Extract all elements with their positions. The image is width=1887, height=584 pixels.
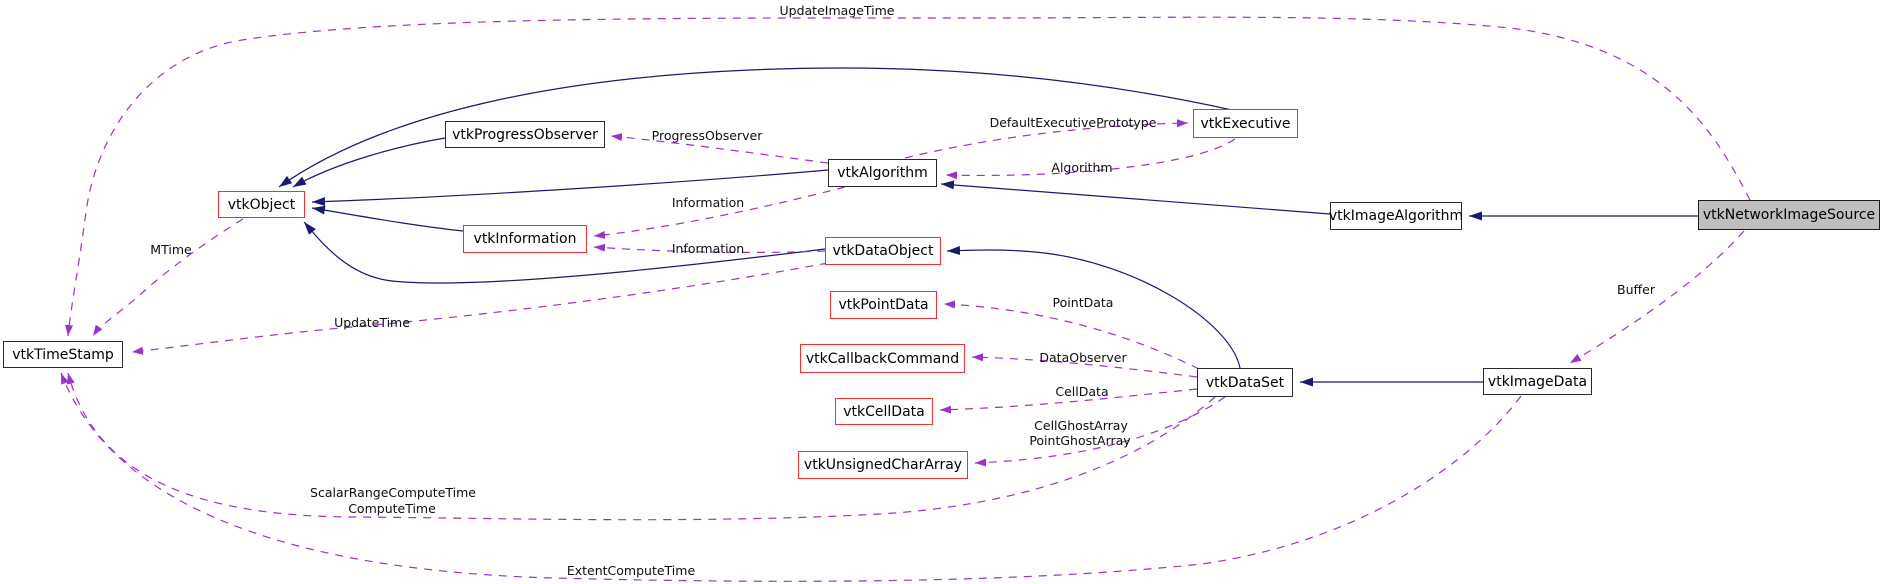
edge-celldata (939, 388, 1198, 414)
edge-label-progressobserver: ProgressObserver (651, 128, 763, 143)
edge-pointdata (943, 300, 1200, 370)
edge-label-extentcomputetime: ExtentComputeTime (566, 563, 696, 578)
node-vtkPointData[interactable]: vtkPointData (830, 291, 937, 319)
node-vtkDataSet[interactable]: vtkDataSet (1197, 368, 1293, 397)
edge-ghostarrays (974, 396, 1226, 467)
edge-scalarrangecomputetime (66, 372, 1216, 521)
edge-dataobserver (971, 353, 1198, 378)
edge-vtkExecutive-to-vtkObject (278, 67, 1233, 188)
edge-label-celldata: CellData (1055, 384, 1109, 399)
edge-label-computetime: ComputeTime (348, 501, 436, 516)
edge-label-information-1: Information (671, 195, 745, 210)
edge-vtkImageAlgorithm-to-vtkAlgorithm (940, 180, 1331, 215)
edge-defaultexecutiveprototype (904, 119, 1189, 159)
edge-label-pointghostarray: PointGhostArray (1029, 433, 1131, 448)
edge-label-information-2: Information (671, 241, 745, 256)
edge-label-scalarrangecomputetime: ScalarRangeComputeTime (310, 485, 476, 500)
edge-buffer (1569, 230, 1745, 364)
node-vtkObject[interactable]: vtkObject (218, 191, 305, 218)
node-vtkCallbackCommand[interactable]: vtkCallbackCommand (800, 344, 965, 373)
node-vtkNetworkImageSource: vtkNetworkImageSource (1698, 200, 1880, 230)
edge-algorithm (945, 138, 1236, 180)
edge-vtkDataSet-to-vtkDataObject (946, 246, 1241, 369)
node-vtkDataObject[interactable]: vtkDataObject (825, 237, 941, 265)
edge-label-algorithm: Algorithm (1051, 160, 1113, 175)
edge-vtkDataObject-to-vtkObject (303, 221, 826, 284)
node-vtkExecutive[interactable]: vtkExecutive (1193, 109, 1298, 138)
node-vtkAlgorithm[interactable]: vtkAlgorithm (828, 159, 937, 187)
edge-label-buffer: Buffer (1617, 282, 1655, 297)
edge-updateimagetime (65, 16, 1751, 337)
edge-vtkProgressObserver-to-vtkObject (292, 137, 446, 188)
node-vtkTimeStamp[interactable]: vtkTimeStamp (3, 341, 123, 368)
edge-vtkAlgorithm-to-vtkObject (311, 169, 829, 207)
node-vtkImageData[interactable]: vtkImageData (1483, 368, 1592, 395)
edge-vtkInformation-to-vtkObject (311, 205, 464, 232)
node-vtkProgressObserver[interactable]: vtkProgressObserver (445, 121, 605, 148)
edge-label-updatetime: UpdateTime (334, 315, 410, 330)
node-vtkInformation[interactable]: vtkInformation (463, 225, 587, 253)
edge-label-cellghostarray: CellGhostArray (1034, 418, 1128, 433)
node-vtkCellData[interactable]: vtkCellData (835, 398, 933, 425)
edge-extentcomputetime (60, 372, 1522, 582)
edge-label-updateimagetime: UpdateImageTime (779, 3, 895, 18)
edge-label-pointdata: PointData (1052, 295, 1114, 310)
edge-label-dataobserver: DataObserver (1039, 350, 1127, 365)
node-vtkUnsignedCharArray[interactable]: vtkUnsignedCharArray (798, 451, 968, 479)
edge-mtime (92, 218, 244, 337)
edge-information-algorithm (593, 186, 846, 239)
edge-label-defaultexecutiveprototype: DefaultExecutivePrototype (989, 115, 1157, 130)
node-vtkImageAlgorithm[interactable]: vtkImageAlgorithm (1329, 202, 1463, 230)
edge-updatetime (131, 262, 829, 355)
edge-label-mtime: MTime (150, 242, 192, 257)
edge-progressobserver (610, 133, 829, 164)
